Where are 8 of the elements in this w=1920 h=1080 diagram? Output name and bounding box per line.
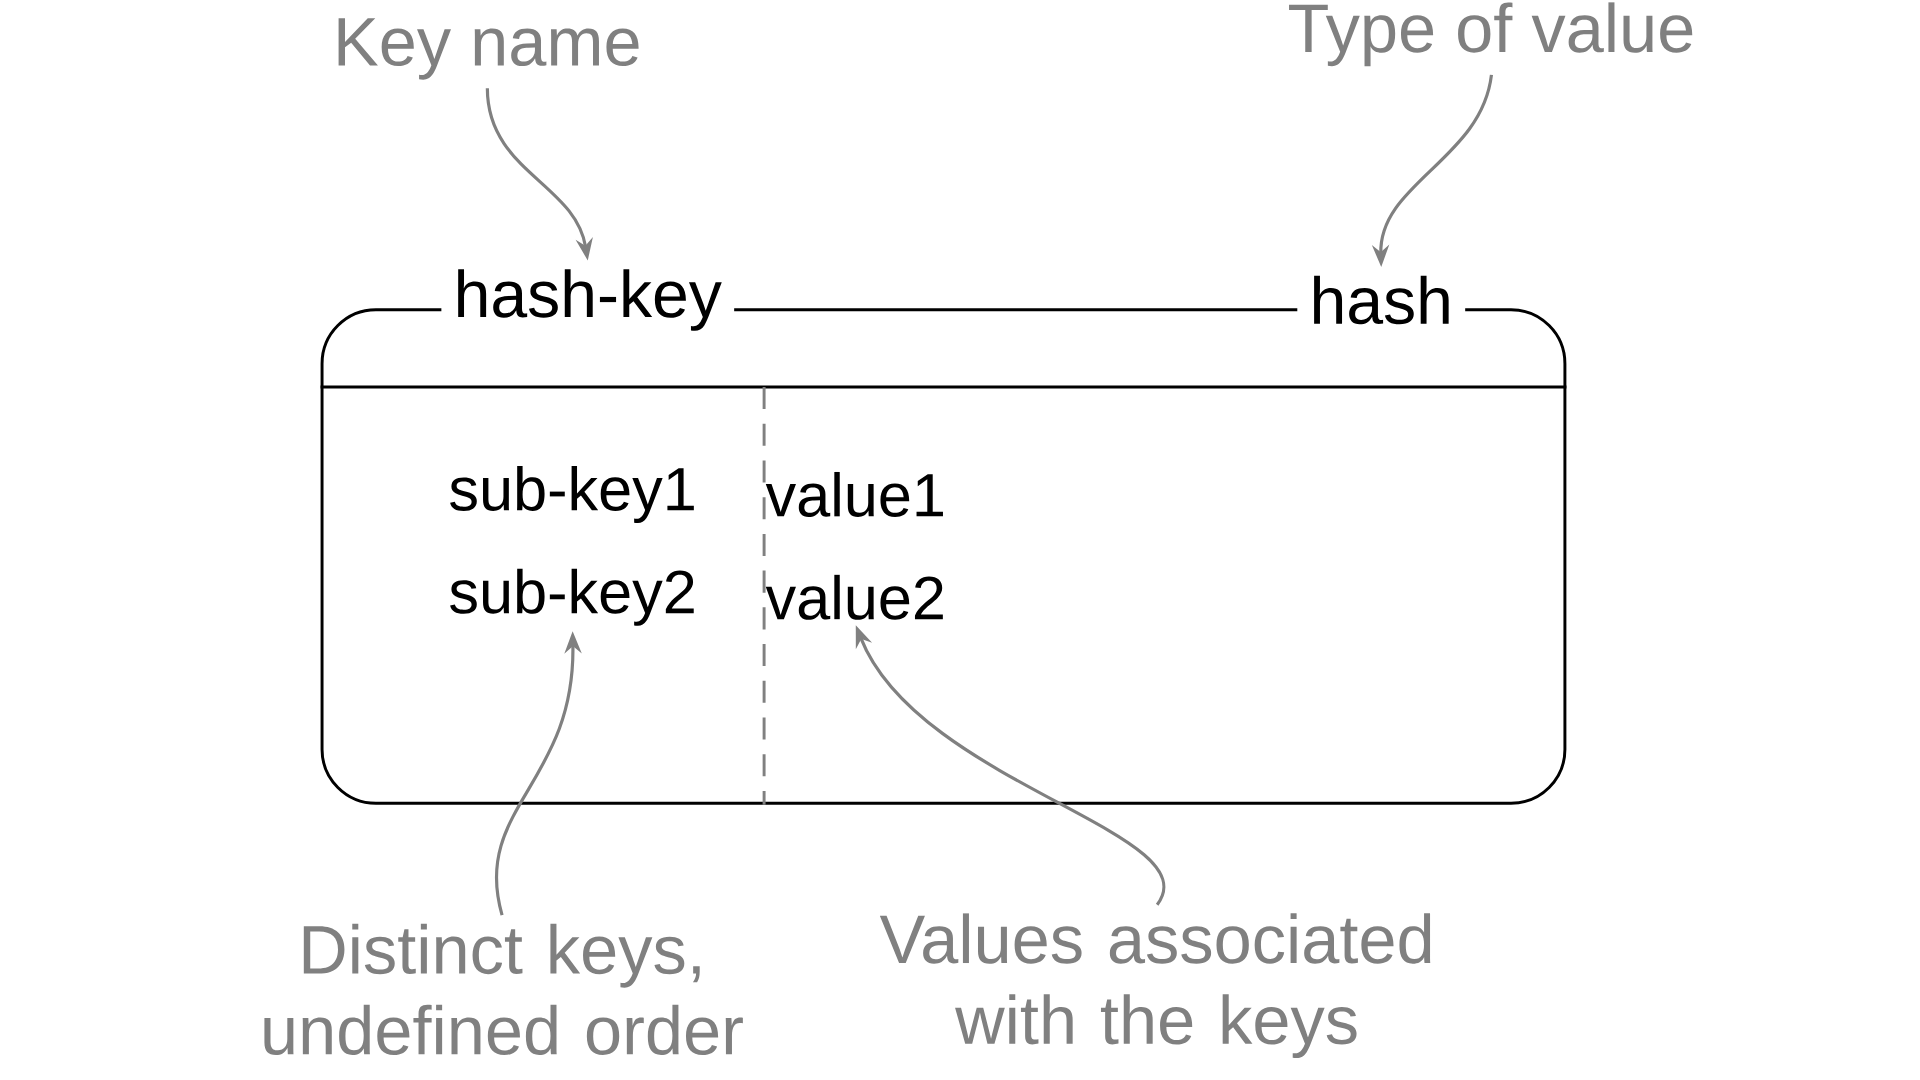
annotation-label: Distinct keys, undefined order xyxy=(264,923,743,1055)
annotation-label: Type of value xyxy=(1289,2,1693,67)
annotation-label: Values associated with the keys xyxy=(879,913,1431,1059)
header-label: hash xyxy=(1297,267,1466,333)
entry-column: sub-key1 sub-key2 xyxy=(450,465,694,626)
annotation-label: Key name xyxy=(338,18,639,80)
entry-column: value1 value2 xyxy=(765,471,943,620)
header-label: hash-key xyxy=(441,261,735,339)
